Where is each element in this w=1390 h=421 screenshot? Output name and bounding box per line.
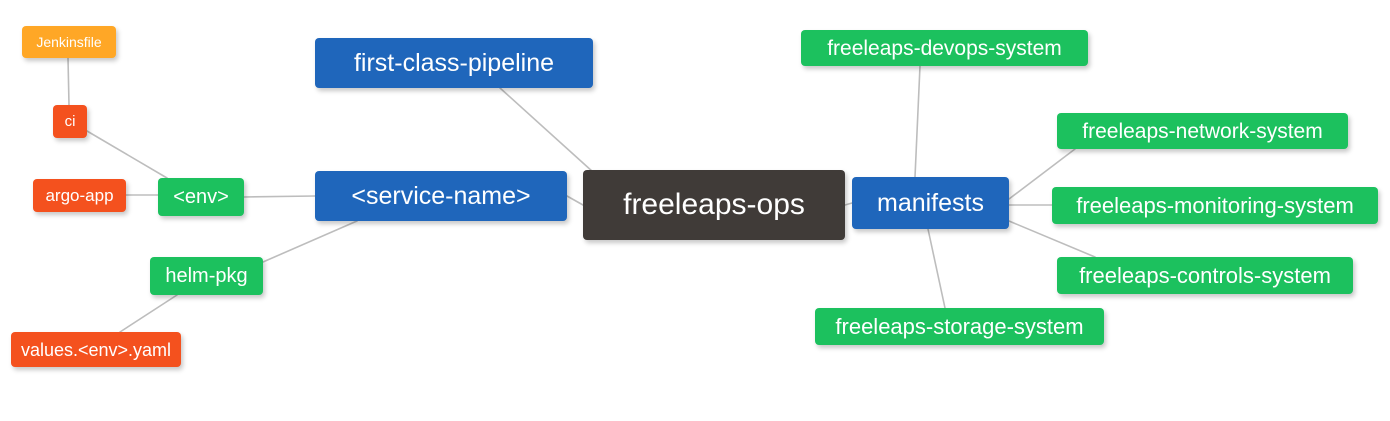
node-freeleaps-ops[interactable]: freeleaps-ops — [583, 170, 845, 240]
node-freeleaps-controls-system[interactable]: freeleaps-controls-system — [1057, 257, 1353, 294]
node-label-values-env-yaml: values.<env>.yaml — [20, 339, 172, 360]
edge-service-name-to-helm-pkg — [262, 220, 358, 263]
node-label-first-class-pipeline: first-class-pipeline — [353, 48, 555, 77]
node-label-env: <env> — [173, 186, 229, 208]
node-env[interactable]: <env> — [158, 178, 244, 216]
node-label-jenkinsfile: Jenkinsfile — [36, 34, 102, 50]
node-manifests[interactable]: manifests — [852, 177, 1009, 229]
node-freeleaps-devops-system[interactable]: freeleaps-devops-system — [801, 30, 1088, 66]
node-freeleaps-network-system[interactable]: freeleaps-network-system — [1057, 113, 1348, 149]
edge-manifests-to-freeleaps-devops-system — [914, 65, 921, 178]
node-first-class-pipeline[interactable]: first-class-pipeline — [315, 38, 593, 88]
edge-ci-to-jenkinsfile — [67, 57, 70, 106]
edge-manifests-to-freeleaps-controls-system — [1008, 220, 1096, 258]
edge-service-name-to-env — [243, 195, 316, 198]
edge-helm-pkg-to-values-env-yaml — [119, 294, 178, 333]
node-service-name[interactable]: <service-name> — [315, 171, 567, 221]
node-label-freeleaps-monitoring-system: freeleaps-monitoring-system — [1076, 192, 1354, 218]
node-label-argo-app: argo-app — [45, 186, 114, 205]
edge-env-to-ci — [86, 130, 168, 179]
edge-freeleaps-ops-to-manifests — [844, 202, 853, 206]
node-freeleaps-monitoring-system[interactable]: freeleaps-monitoring-system — [1052, 187, 1378, 224]
node-label-freeleaps-devops-system: freeleaps-devops-system — [827, 36, 1062, 60]
node-label-service-name: <service-name> — [351, 181, 531, 210]
edge-freeleaps-ops-to-service-name — [566, 195, 584, 206]
node-label-helm-pkg: helm-pkg — [165, 265, 248, 287]
node-label-freeleaps-ops: freeleaps-ops — [623, 188, 805, 221]
node-argo-app[interactable]: argo-app — [33, 179, 126, 212]
node-label-ci: ci — [64, 113, 76, 130]
node-label-freeleaps-controls-system: freeleaps-controls-system — [1079, 262, 1331, 288]
node-label-freeleaps-network-system: freeleaps-network-system — [1082, 119, 1323, 143]
node-helm-pkg[interactable]: helm-pkg — [150, 257, 263, 295]
node-freeleaps-storage-system[interactable]: freeleaps-storage-system — [815, 308, 1104, 345]
node-label-freeleaps-storage-system: freeleaps-storage-system — [835, 313, 1084, 339]
node-ci[interactable]: ci — [53, 105, 87, 138]
edge-freeleaps-ops-to-first-class-pipeline — [499, 87, 594, 173]
node-values-env-yaml[interactable]: values.<env>.yaml — [11, 332, 181, 367]
node-jenkinsfile[interactable]: Jenkinsfile — [22, 26, 116, 58]
node-label-manifests: manifests — [877, 188, 984, 217]
edge-manifests-to-freeleaps-storage-system — [927, 228, 946, 309]
